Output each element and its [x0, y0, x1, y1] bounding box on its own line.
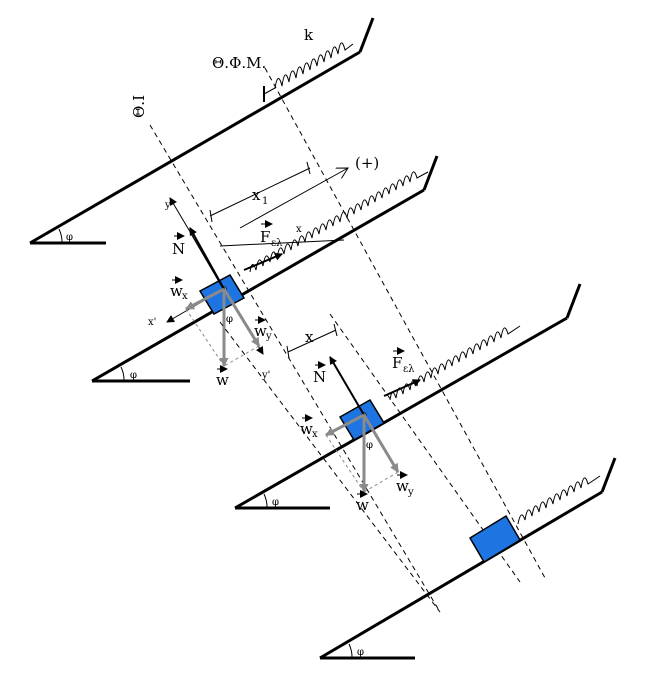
incline-3: φ N F ελ w x w w y φ x [234, 283, 582, 514]
weight-label: w [216, 371, 229, 389]
incline-2: φ y x' y' N F ελ w x w w y φ x 1 [91, 154, 439, 389]
axis-xp-label: x' [148, 317, 156, 328]
spring-4 [517, 475, 601, 525]
spring-1 [263, 42, 354, 95]
x-mark-label: x [296, 224, 302, 235]
x-displacement-label: x [305, 328, 314, 346]
equilibrium-label: Θ.Ι [130, 95, 148, 118]
axis-yp-label: y' [261, 370, 270, 381]
spring-force-label-2: F [392, 354, 402, 372]
axis-y-label: y [164, 200, 171, 211]
angle-label: φ [357, 647, 364, 658]
angle-label: φ [130, 370, 137, 381]
wx-label: w [170, 282, 183, 300]
x1-sub: 1 [262, 196, 268, 207]
normal-force-label-2: N [313, 368, 326, 386]
normal-force-label: N [172, 240, 185, 258]
wy-label-2: w [396, 477, 409, 495]
wx-sub-2: x [312, 429, 318, 440]
angle-label: φ [66, 232, 73, 243]
angle-label: φ [366, 440, 373, 451]
wx-label-2: w [300, 420, 313, 438]
wy-label: w [254, 322, 267, 340]
spring-force-label: F [260, 228, 270, 246]
incline-4: φ [319, 457, 617, 660]
spring-3 [389, 325, 521, 401]
x1-label: x [252, 186, 261, 204]
spring-force-sub-2: ελ [403, 364, 415, 375]
positive-direction-label: (+) [355, 154, 379, 172]
reference-lines [149, 67, 546, 613]
block-4 [468, 514, 522, 564]
spring-constant-label: k [304, 26, 314, 44]
wx-sub: x [182, 291, 188, 302]
wy-sub: y [265, 331, 272, 342]
block-3 [338, 398, 386, 442]
incline-1: φ k [29, 17, 375, 245]
weight-label-2: w [356, 496, 369, 514]
wy-sub-2: y [407, 487, 414, 498]
natural-length-label: Θ.Φ.Μ. [212, 54, 266, 72]
angle-label: φ [226, 314, 233, 325]
angle-label: φ [272, 497, 279, 508]
